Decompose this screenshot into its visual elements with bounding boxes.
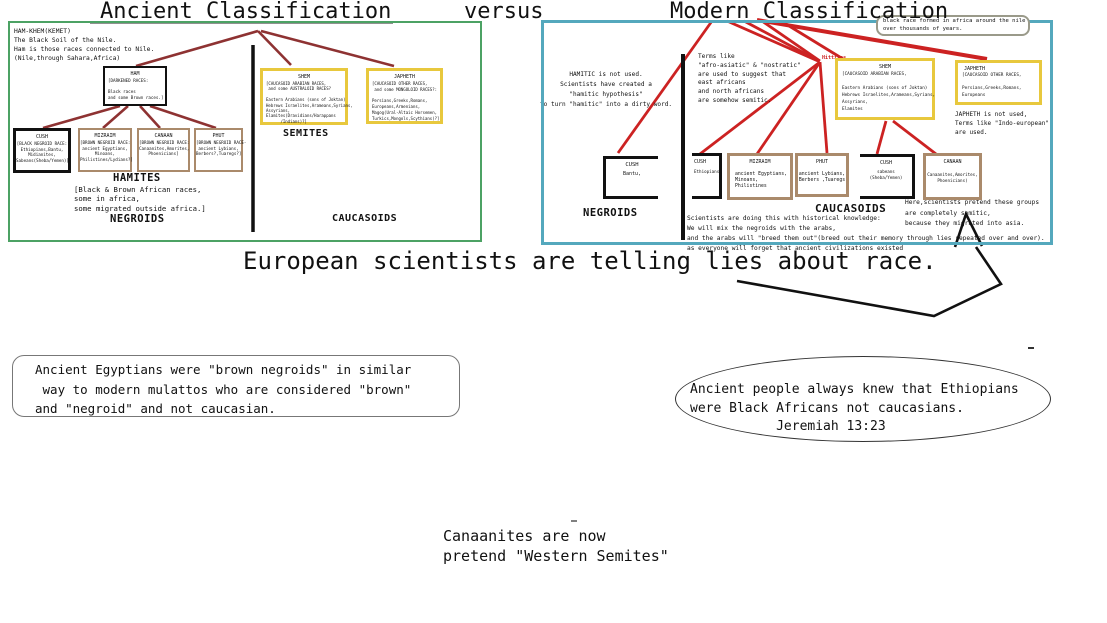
ham-box-title: HAM	[130, 71, 140, 77]
canaanites-note: Canaanites are now pretend "Western Semi…	[443, 527, 669, 565]
mizraim-box-modern-text: ancient Egyptians, Minoans, Philistines	[735, 172, 787, 189]
mizraim-box-ancient: MIZRAIM [BROWN NEGROID RACE: ancient Egy…	[78, 128, 133, 172]
japheth-box-ancient: JAPHETH [CAUCASOID OTHER RACES, and some…	[366, 68, 443, 124]
canaan-box-text: [BROWN NEGROID RACE: Canaanites,Amorites…	[139, 140, 190, 157]
cush-box-text: [BLACK NEGROID RACE: Ethiopians,Bantu, M…	[16, 141, 69, 164]
japheth-note: JAPHETH is not used, Terms like "Indo-eu…	[955, 111, 1049, 136]
cush3-box-title: CUSH	[879, 160, 893, 166]
africa-origin-bubble: black race formed in africa around the n…	[876, 15, 1030, 36]
canaan-box-modern: CANAAN Canaanites,Amorites, Phoenicians)	[923, 153, 982, 200]
modern-title: Modern Classification	[670, 0, 949, 24]
modern-classification-panel	[541, 20, 1053, 245]
hamites-label: HAMITES	[113, 172, 161, 184]
canaan-box-title: CANAAN	[154, 133, 173, 139]
ancient-title: Ancient Classification	[100, 0, 392, 24]
japheth-box-text: [CAUCASOID OTHER RACES, and some MONGOLO…	[372, 81, 440, 121]
ham-box: HAM [DARKENED RACES: Black races and som…	[103, 66, 167, 106]
shem-box-modern: SHEM [CAUCASOID ARABIAN RACES, Eastern A…	[835, 58, 935, 120]
japheth-box-modern-title: JAPHETH	[964, 66, 986, 72]
cush2-box-title: CUSH	[694, 159, 707, 165]
shem-box-ancient: SHEM [CAUCASOID ARABIAN RACES, and some …	[260, 68, 353, 125]
semites-label: SEMITES	[283, 128, 329, 139]
cush2-box-modern: CUSH Ethiopians.	[692, 153, 722, 199]
pretend-note: Here,scientists pretend these groups are…	[905, 199, 1040, 227]
mizraim-box-title: MIZRAIM	[94, 133, 116, 139]
mizraim-box-modern: MIZRAIM ancient Egyptians, Minoans, Phil…	[727, 153, 793, 200]
egyptians-note-box: Ancient Egyptians were "brown negroids" …	[12, 355, 460, 417]
mizraim-box-modern-title: MIZRAIM	[749, 159, 771, 165]
negroids-label-modern: NEGROIDS	[583, 207, 638, 219]
shem-box-title: SHEM	[297, 74, 311, 80]
caucasoids-label-ancient: CAUCASOIDS	[332, 213, 398, 224]
mizraim-box-text: [BROWN NEGROID RACE: ancient Egyptians, …	[80, 140, 133, 163]
cush-box-ancient: CUSH [BLACK NEGROID RACE: Ethiopians,Ban…	[13, 128, 71, 173]
japheth-box-modern: JAPHETH [CAUCASOID OTHER RACES, Persians…	[955, 60, 1042, 105]
canaan-box-modern-title: CANAAN	[943, 159, 962, 165]
shem-box-modern-title: SHEM	[878, 64, 892, 70]
phut-box-modern: PHUT ancient Lybians, Berbers ,Tuaregs	[795, 153, 849, 197]
shem-box-modern-text: [CAUCASOID ARABIAN RACES, Eastern Arabia…	[842, 72, 936, 112]
ham-box-text: [DARKENED RACES: Black races and some Br…	[108, 78, 164, 101]
hamites-note: [Black & Brown African races, some in af…	[74, 185, 206, 213]
terms-note: Terms like "afro-asiatic" & "nostratic" …	[698, 53, 801, 104]
caucasoids-label-modern: CAUCASOIDS	[815, 202, 887, 215]
ancient-classification-panel	[8, 21, 482, 242]
ethiopians-ellipse	[675, 356, 1051, 442]
phut-box-ancient: PHUT [BROWN NEGROID RACE- ancient Lybian…	[194, 128, 247, 172]
ethiopians-text: Ancient people always knew that Ethiopia…	[690, 382, 1019, 434]
lies-statement: European scientists are telling lies abo…	[243, 247, 937, 275]
phut-box-title: PHUT	[212, 133, 225, 139]
phut-box-modern-text: ancient Lybians, Berbers ,Tuaregs	[798, 172, 846, 183]
japheth-box-modern-text: [CAUCASOID OTHER RACES, Persians,Greeks,…	[962, 73, 1022, 98]
versus-label: versus	[464, 0, 544, 24]
cush2-box-text: Ethiopians.	[694, 169, 722, 174]
cush3-box-text: sabeans (Sheba/Yemen)	[869, 169, 903, 180]
cush1-box-title: CUSH	[625, 162, 639, 168]
plan-note: Scientists are doing this with historica…	[687, 215, 1045, 252]
cush3-box-modern: CUSH sabeans (Sheba/Yemen)	[860, 154, 915, 199]
cush1-box-modern: CUSH Bantu,	[603, 156, 658, 199]
shem-box-text: [CAUCASOID ARABIAN RACES, and some AUSTR…	[266, 81, 353, 124]
ham-khem-note: HAM-KHEM(KEMET) The Black Soil of the Ni…	[14, 28, 155, 62]
canaan-box-ancient: CANAAN [BROWN NEGROID RACE: Canaanites,A…	[137, 128, 190, 172]
japheth-box-title: JAPHETH	[393, 74, 416, 80]
cush1-box-text: Bantu,	[622, 171, 642, 177]
hittites-label: Hittites	[822, 55, 846, 61]
phut-box-text: [BROWN NEGROID RACE- ancient Lybians, Be…	[196, 140, 247, 157]
cush-box-title: CUSH	[35, 134, 49, 140]
phut-box-modern-title: PHUT	[815, 159, 829, 165]
canaan-box-modern-text: Canaanites,Amorites, Phoenicians)	[927, 172, 978, 183]
negroids-label-ancient: NEGROIDS	[110, 213, 165, 225]
